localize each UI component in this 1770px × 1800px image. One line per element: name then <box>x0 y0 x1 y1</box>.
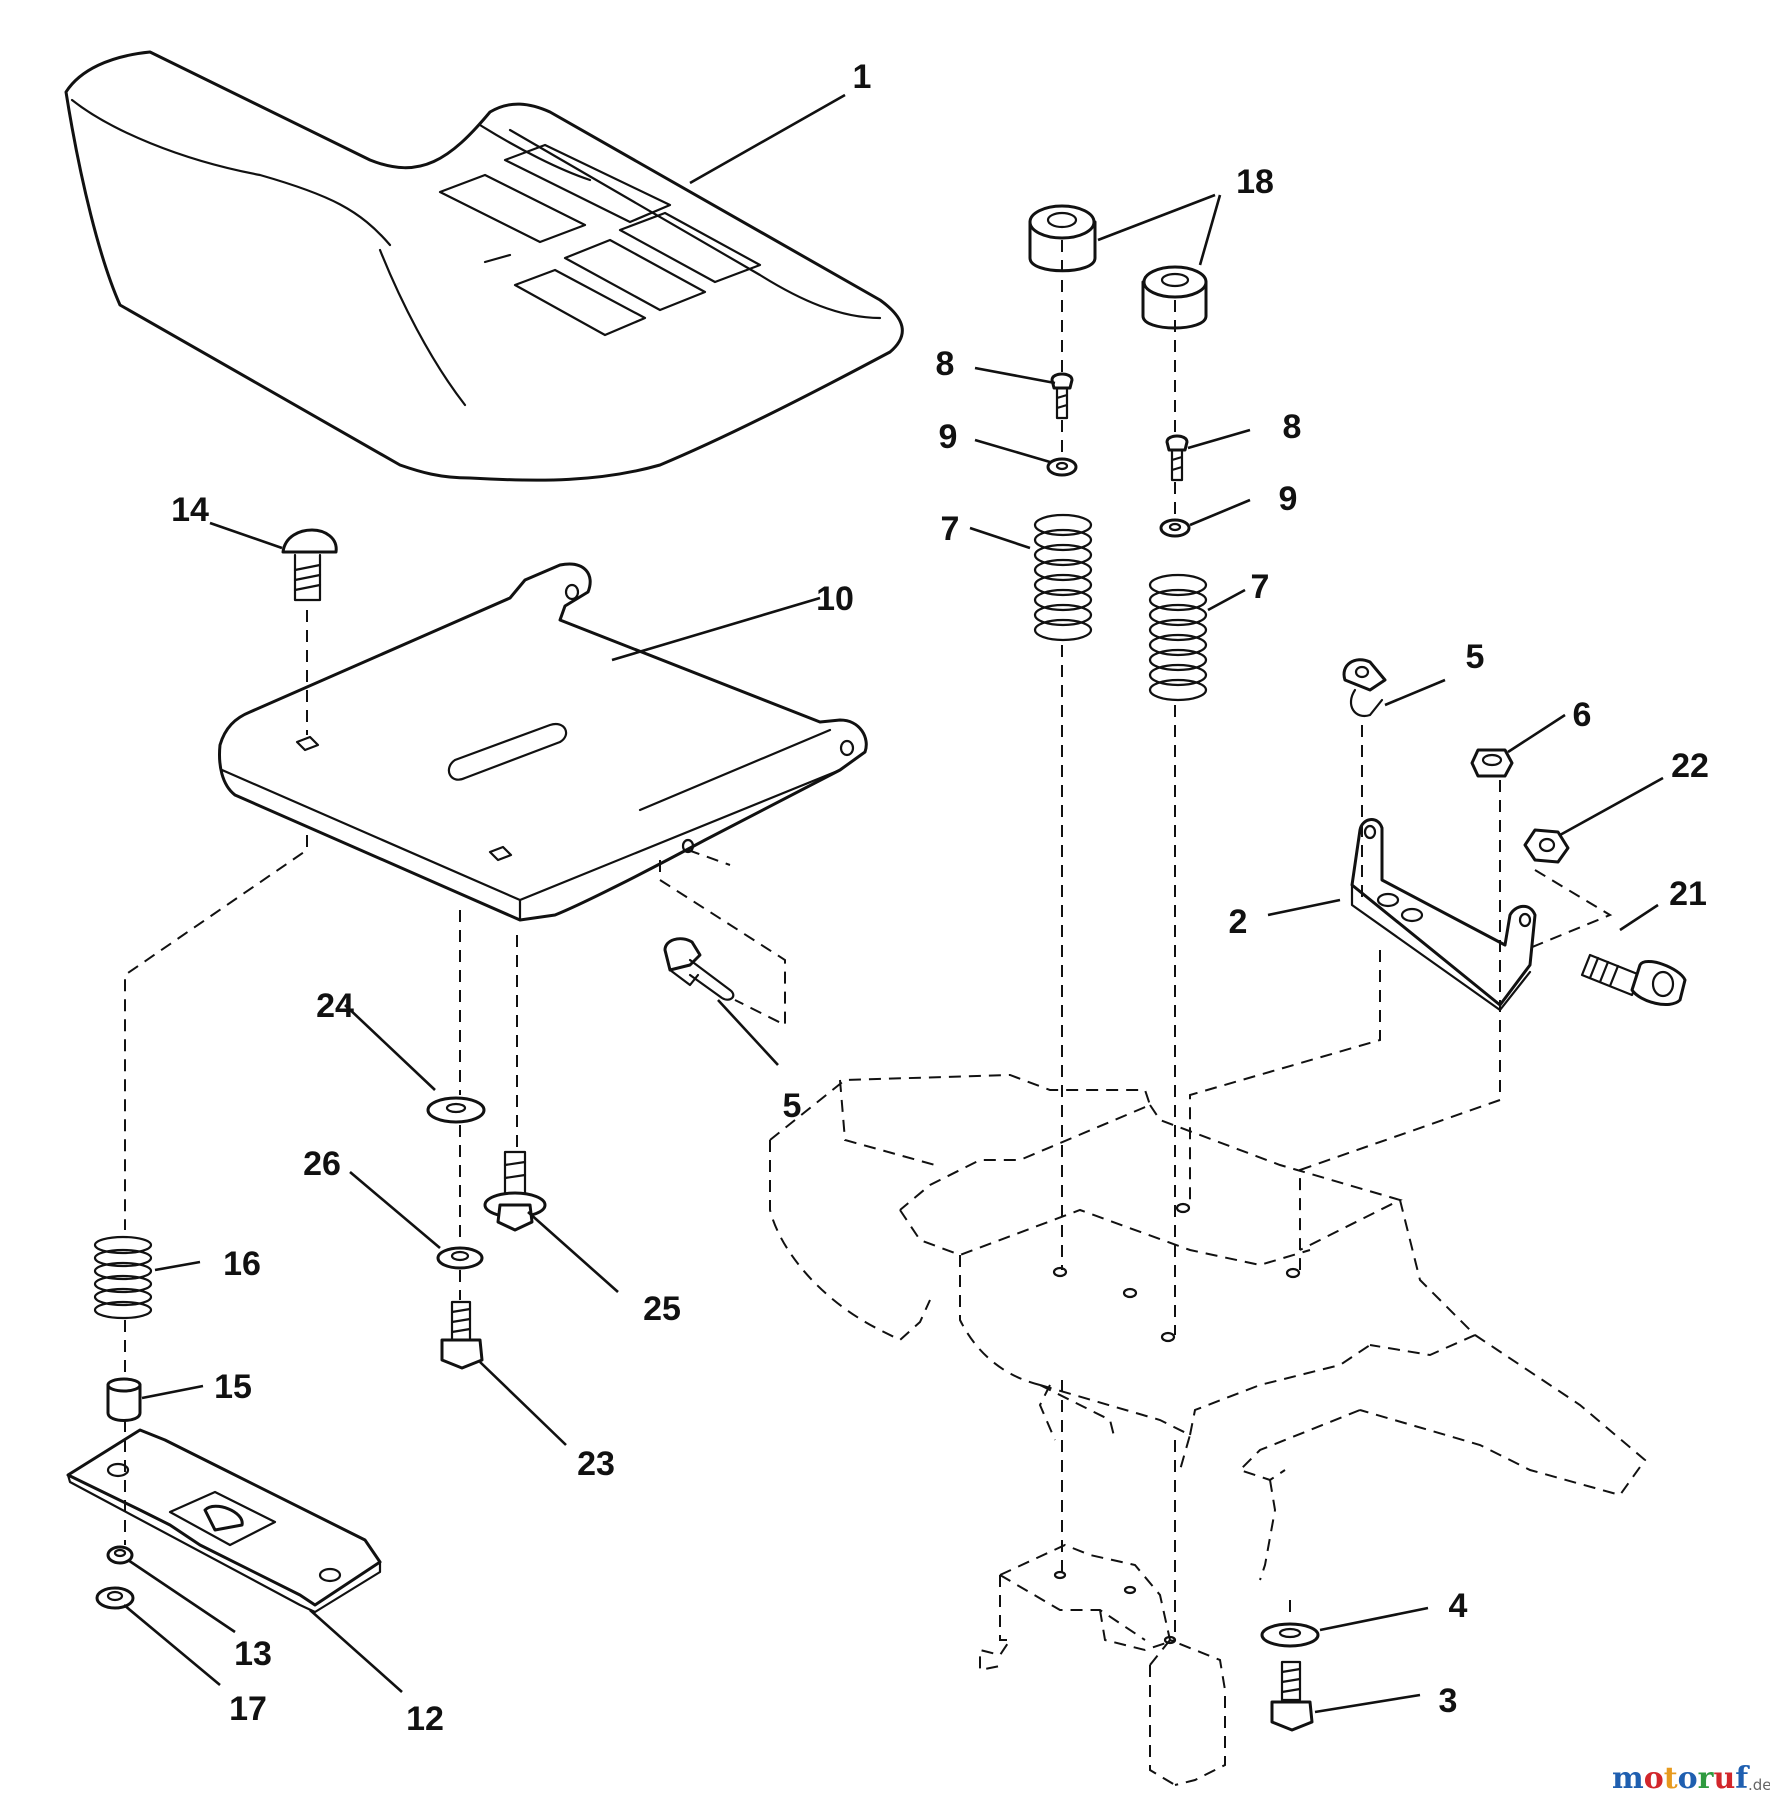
callout-13: 13 <box>234 1635 272 1673</box>
nut-13-part <box>106 1545 134 1565</box>
callout-18: 18 <box>1236 163 1274 201</box>
callout-26: 26 <box>303 1145 341 1183</box>
screw-8-right-part <box>1165 434 1189 482</box>
washer-9-left-part <box>1046 457 1078 477</box>
callout-22: 22 <box>1671 747 1709 785</box>
callout-7-left: 7 <box>941 510 960 548</box>
callout-8-right: 8 <box>1283 408 1302 446</box>
callout-3: 3 <box>1439 1682 1458 1720</box>
frame-holes <box>1052 1202 1301 1645</box>
callout-12: 12 <box>406 1700 444 1738</box>
callout-7-right: 7 <box>1251 568 1270 606</box>
nut-22-part <box>1523 828 1570 864</box>
callout-14: 14 <box>171 491 209 529</box>
watermark-letter: o <box>1644 1761 1664 1796</box>
lock-washer-26-part <box>436 1246 484 1270</box>
callout-16: 16 <box>223 1245 261 1283</box>
callout-6: 6 <box>1573 696 1592 734</box>
shoulder-bolt-25-part <box>483 1150 547 1232</box>
screw-8-left-part <box>1050 372 1074 420</box>
bracket-plate-part <box>66 1428 382 1614</box>
hair-clip-right-part <box>1342 658 1387 718</box>
spring-7-right-part <box>1148 573 1208 702</box>
callout-5-left: 5 <box>783 1087 802 1125</box>
svg-text:motoruf: motoruf <box>1612 1761 1750 1796</box>
spacer-part <box>106 1377 142 1422</box>
washer-4-part <box>1260 1622 1320 1648</box>
washer-9-right-part <box>1159 518 1191 538</box>
callout-25: 25 <box>643 1290 681 1328</box>
callout-2: 2 <box>1229 903 1248 941</box>
spring-7-left-part <box>1033 513 1093 642</box>
watermark-letter: m <box>1612 1761 1644 1796</box>
shoulder-bolt-21-part <box>1580 953 1687 1006</box>
callout-17: 17 <box>229 1690 267 1728</box>
callout-24: 24 <box>316 987 354 1025</box>
flange-nut-17-part <box>95 1586 135 1610</box>
alignment-dashes <box>124 240 1613 1640</box>
callout-4: 4 <box>1449 1587 1468 1625</box>
leader-lines <box>123 93 1664 1714</box>
watermark-suffix: .de <box>1748 1776 1770 1794</box>
watermark-letter: f <box>1735 1761 1750 1796</box>
callout-9-right: 9 <box>1279 480 1298 518</box>
watermark-letter: u <box>1713 1761 1735 1796</box>
hair-clip-left-part <box>663 937 735 1001</box>
callout-15: 15 <box>214 1368 252 1406</box>
lock-nut-6-part <box>1470 748 1514 778</box>
callout-5-right: 5 <box>1466 638 1485 676</box>
bolt-23-part <box>440 1300 484 1370</box>
carriage-bolt-part <box>281 528 338 602</box>
seat-part <box>64 50 904 482</box>
frame-outline-dashed <box>769 1073 1647 1786</box>
callout-1: 1 <box>853 58 872 96</box>
washer-24-part <box>426 1096 486 1124</box>
seat-pan-part <box>218 562 868 922</box>
watermark-letter: o <box>1678 1761 1698 1796</box>
bumper-18-right-part <box>1141 265 1208 330</box>
callout-10: 10 <box>816 580 854 618</box>
motoruf-watermark-logo: motoruf .de <box>1612 1761 1770 1796</box>
callout-labels: 1 18 8 8 9 9 7 7 14 10 5 6 22 21 2 24 5 … <box>171 58 1709 1738</box>
callout-9-left: 9 <box>939 418 958 456</box>
callout-8-left: 8 <box>936 345 955 383</box>
bolt-3-part <box>1270 1660 1314 1732</box>
callout-23: 23 <box>577 1445 615 1483</box>
watermark-letter: t <box>1664 1761 1678 1796</box>
small-spring-part <box>93 1235 153 1320</box>
pivot-bracket-2-part <box>1350 818 1537 1012</box>
watermark-letter: r <box>1698 1761 1715 1796</box>
callout-21: 21 <box>1669 875 1707 913</box>
